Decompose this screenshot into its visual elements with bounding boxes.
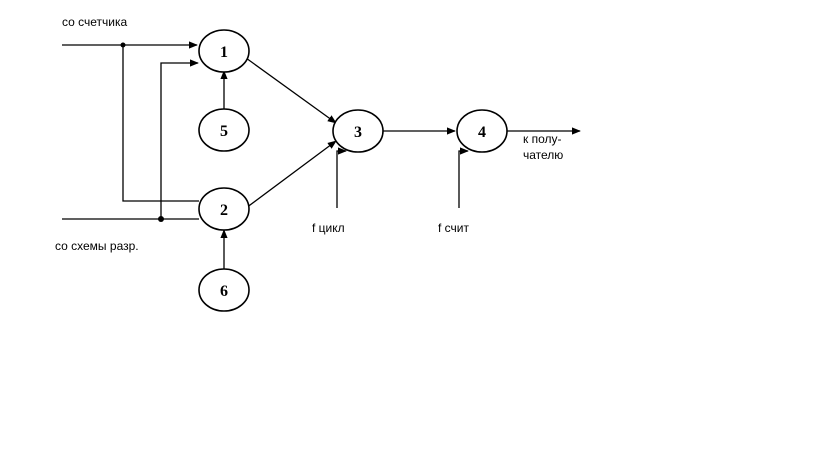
wire-f-read-to-4 <box>458 147 469 208</box>
node-6: 6 <box>198 268 250 312</box>
node-2: 2 <box>198 187 250 231</box>
wire-bit-circuit-to-1 <box>160 59 199 219</box>
wire-1-to-3 <box>245 57 337 124</box>
node-3: 3 <box>332 109 384 153</box>
node-6-label: 6 <box>220 283 228 300</box>
node-2-label: 2 <box>220 202 228 219</box>
label-f-cycle: f цикл <box>312 221 345 235</box>
wire-2-to-3 <box>245 140 337 209</box>
node-1-label: 1 <box>220 44 228 61</box>
node-4-label: 4 <box>478 124 486 141</box>
node-5: 5 <box>198 108 250 152</box>
wire-counter-to-2 <box>122 45 199 202</box>
wire-f-cycle-to-3 <box>336 147 347 208</box>
node-3-label: 3 <box>354 124 362 141</box>
label-f-read: f счит <box>438 221 469 235</box>
label-from-bit-circuit: со схемы разр. <box>55 239 139 253</box>
node-4: 4 <box>456 109 508 153</box>
label-from-counter: со счетчика <box>62 15 128 29</box>
label-to-receiver-line1: к полу- <box>523 132 562 146</box>
node-5-label: 5 <box>220 123 228 140</box>
node-1: 1 <box>198 29 250 73</box>
label-to-receiver-line2: чателю <box>523 148 563 162</box>
